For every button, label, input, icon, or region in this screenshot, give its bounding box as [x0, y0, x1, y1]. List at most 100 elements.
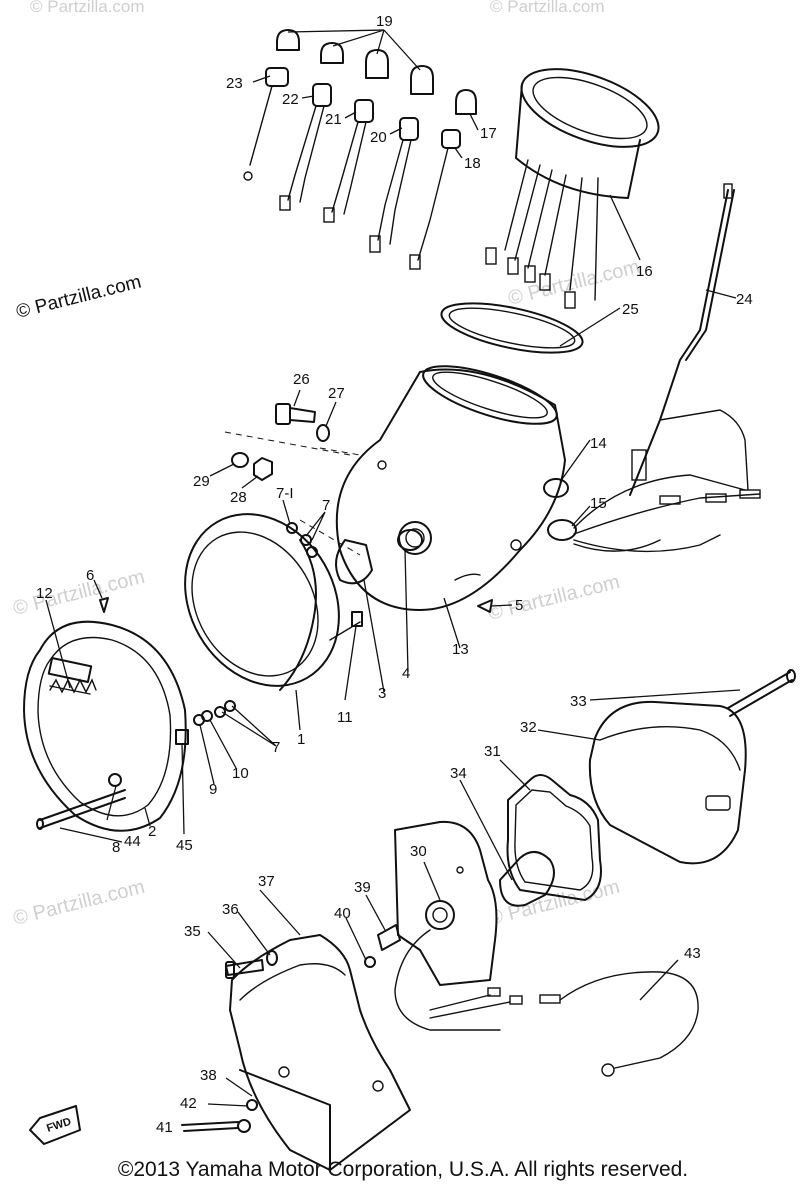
bolt-26	[275, 403, 316, 425]
nut-7	[214, 706, 226, 718]
callout-31: 31	[484, 743, 501, 760]
nut-28	[253, 457, 273, 481]
ring-gasket-25	[440, 302, 584, 354]
callout-30: 30	[410, 843, 427, 860]
speedometer-16	[485, 68, 660, 309]
nut-7b	[224, 700, 236, 712]
callout-32: 32	[520, 719, 537, 736]
watermark-partzilla: © Partzilla.com	[14, 272, 143, 323]
callout-21: 21	[325, 111, 342, 128]
callout-42: 42	[180, 1095, 197, 1112]
callout-7-1: 7-I	[276, 485, 294, 502]
callout-18: 18	[464, 155, 481, 172]
watermark-faint: © Partzilla.com	[30, 0, 145, 16]
callout-36: 36	[222, 901, 239, 918]
callout-17: 17	[480, 125, 497, 142]
callout-10: 10	[232, 765, 249, 782]
washer-10	[201, 710, 213, 722]
rim-2	[23, 620, 187, 832]
socket-21	[323, 99, 374, 223]
washer-44	[108, 773, 122, 787]
callout-15: 15	[590, 495, 607, 512]
screw-41-head	[237, 1119, 251, 1133]
screw-6	[99, 597, 109, 613]
nut-7-1	[286, 522, 298, 534]
callout-38: 38	[200, 1067, 217, 1084]
bulb-34	[499, 851, 555, 907]
gasket-31	[506, 774, 602, 901]
callout-27: 27	[328, 385, 345, 402]
callout-34: 34	[450, 765, 467, 782]
headlight-housing-13	[335, 365, 566, 611]
callout-39: 39	[354, 879, 371, 896]
bulb-3	[335, 539, 373, 585]
tail-cover-32	[588, 700, 747, 865]
leader-lines	[45, 29, 741, 1107]
callout-20: 20	[370, 129, 387, 146]
copyright-notice: ©2013 Yamaha Motor Corporation, U.S.A. A…	[117, 1158, 689, 1181]
fwd-arrow-icon: FWD	[29, 1105, 81, 1145]
bolt-39	[377, 924, 401, 951]
socket-20	[369, 117, 419, 253]
watermark-faint: © Partzilla.com	[11, 876, 147, 930]
callout-2: 2	[148, 823, 156, 840]
callout-6: 6	[86, 567, 94, 584]
ring-gasket-25-inner	[448, 307, 576, 349]
nut-7d	[306, 546, 318, 558]
spring-12	[49, 678, 97, 694]
wire-43	[429, 971, 699, 1077]
callout-28: 28	[230, 489, 247, 506]
lens-unit-1	[184, 513, 363, 691]
callout-12: 12	[36, 585, 53, 602]
meter-cable-24	[629, 183, 735, 496]
callout-26: 26	[293, 371, 310, 388]
callout-43: 43	[684, 945, 701, 962]
bracket-37	[229, 934, 411, 1171]
callout-41: 41	[156, 1119, 173, 1136]
callout-44: 44	[124, 833, 141, 850]
taillight-base-30	[394, 820, 501, 1031]
watermark-faint: © Partzilla.com	[486, 876, 622, 930]
callout-8: 8	[112, 839, 120, 856]
socket-22	[279, 83, 332, 211]
callout-labels: 19 23 22 21 20 17 18 16 25 24 26 27 29 2…	[36, 13, 753, 1136]
callout-22: 22	[282, 91, 299, 108]
callout-7-upper: 7	[322, 497, 330, 514]
socket-23	[243, 67, 289, 181]
callout-16: 16	[636, 263, 653, 280]
bulb-17	[455, 89, 477, 115]
washer-36	[266, 950, 278, 966]
callout-37: 37	[258, 873, 275, 890]
callout-29: 29	[193, 473, 210, 490]
grommets-and-harness	[543, 409, 761, 553]
callout-40: 40	[334, 905, 351, 922]
socket-18	[409, 129, 461, 270]
callout-33: 33	[570, 693, 587, 710]
callout-11: 11	[337, 709, 353, 726]
nut-42	[246, 1099, 258, 1111]
nut-40	[364, 956, 376, 968]
callout-13: 13	[452, 641, 469, 658]
socket-4	[397, 529, 423, 551]
callout-24: 24	[736, 291, 753, 308]
callout-7-lower: 7	[272, 739, 280, 756]
callout-45: 45	[176, 837, 193, 854]
callout-19: 19	[376, 13, 393, 30]
watermark-faint: © Partzilla.com	[490, 0, 605, 16]
callout-1: 1	[297, 731, 305, 748]
callout-5: 5	[515, 597, 523, 614]
screw-35	[225, 959, 264, 979]
washer-29	[231, 452, 249, 468]
screw-41	[181, 1121, 239, 1132]
watermark-faint: © Partzilla.com	[486, 571, 622, 625]
gasket-31-inner	[514, 789, 594, 891]
washer-27	[316, 424, 330, 442]
screw-5	[477, 599, 493, 613]
callout-9: 9	[209, 781, 217, 798]
callout-14: 14	[590, 435, 607, 452]
callout-25: 25	[622, 301, 639, 318]
callout-23: 23	[226, 75, 243, 92]
callout-3: 3	[378, 685, 386, 702]
callout-35: 35	[184, 923, 201, 940]
